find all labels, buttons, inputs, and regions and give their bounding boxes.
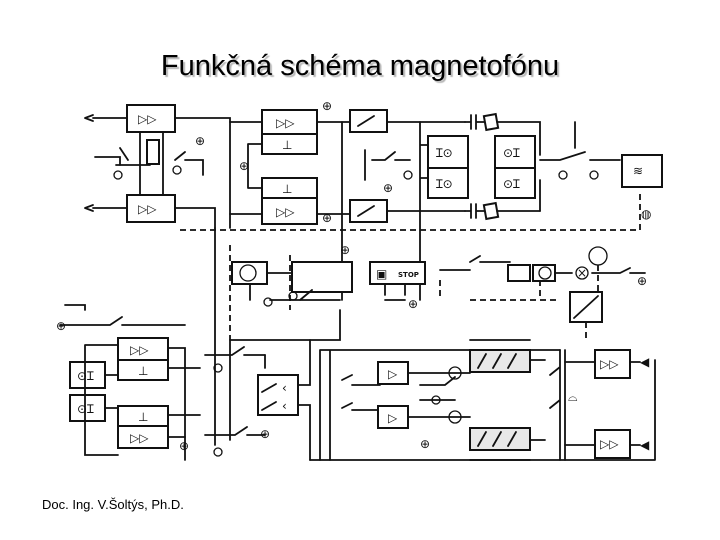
equalizer-bottom (469, 427, 531, 451)
svg-text:⊕: ⊕ (383, 181, 393, 195)
record-amplifier-bottom: ⊥ ▷▷ (261, 177, 318, 225)
svg-text:⊕: ⊕ (408, 297, 418, 311)
svg-text:⊥: ⊥ (282, 182, 292, 196)
input-amplifier-top: ▷▷ (126, 104, 176, 133)
svg-text:⊙Ɪ: ⊙Ɪ (503, 146, 520, 160)
svg-text:⊕: ⊕ (56, 319, 66, 333)
svg-text:▷: ▷ (388, 411, 398, 425)
record-head-top: Ɪ⊙ (427, 135, 469, 169)
svg-text:⊕: ⊕ (637, 274, 647, 288)
svg-text:▷▷: ▷▷ (130, 343, 149, 357)
svg-text:⊕: ⊕ (239, 159, 249, 173)
svg-text:⊕: ⊕ (340, 243, 350, 257)
svg-text:⊥: ⊥ (138, 410, 148, 424)
input-amplifier-bottom: ▷▷ (126, 194, 176, 223)
record-head-bottom: Ɪ⊙ (427, 167, 469, 199)
erase-head-bottom: ⊙Ɪ (69, 394, 106, 422)
svg-text:Ɪ⊙: Ɪ⊙ (436, 146, 453, 160)
speaker-bottom-icon: ◀ (640, 438, 650, 452)
svg-text:⊕: ⊕ (322, 211, 332, 225)
equalizer-top (469, 349, 531, 373)
svg-text:▷▷: ▷▷ (276, 205, 295, 219)
power-amplifier-bottom: ▷▷ (594, 429, 631, 459)
svg-text:‹: ‹ (282, 381, 287, 395)
svg-text:×: × (577, 266, 587, 280)
svg-text:≋: ≋ (633, 164, 643, 178)
svg-text:‹: ‹ (282, 399, 287, 413)
svg-text:⊥: ⊥ (138, 364, 148, 378)
svg-text:⊕: ⊕ (322, 99, 332, 113)
motor-block (231, 261, 268, 285)
playback-head-top: ⊙Ɪ (494, 135, 536, 169)
svg-text:▷▷: ▷▷ (138, 112, 157, 126)
playback-amplifier-bottom: ⊥ ▷▷ (117, 405, 169, 449)
svg-text:▷▷: ▷▷ (130, 431, 149, 445)
svg-text:Ɪ⊙: Ɪ⊙ (436, 177, 453, 191)
author-footer: Doc. Ing. V.Šoltýs, Ph.D. (42, 497, 184, 512)
svg-text:⊕: ⊕ (179, 439, 189, 453)
stop-relay: STOP ▣ (369, 261, 426, 285)
svg-text:⊕: ⊕ (195, 134, 205, 148)
power-amplifier-top: ▷▷ (594, 349, 631, 379)
filter-block: ≋ (621, 154, 663, 188)
svg-text:⊥: ⊥ (282, 138, 292, 152)
svg-text:▷▷: ▷▷ (600, 357, 619, 371)
erase-head-top: ⊙Ɪ (69, 361, 106, 389)
speaker-top-icon: ◀ (640, 355, 650, 369)
svg-text:▷▷: ▷▷ (600, 437, 619, 451)
svg-text:▷▷: ▷▷ (276, 116, 295, 130)
svg-text:⊙Ɪ: ⊙Ɪ (503, 177, 520, 191)
svg-text:▷: ▷ (388, 367, 398, 381)
svg-text:⌓: ⌓ (568, 390, 578, 404)
playback-head-bottom: ⊙Ɪ (494, 167, 536, 199)
svg-text:⊕: ⊕ (420, 437, 430, 451)
playback-amplifier-top: ▷▷ ⊥ (117, 337, 169, 381)
svg-text:⊕: ⊕ (260, 427, 270, 441)
stop-label: STOP (398, 271, 419, 279)
power-converter (569, 291, 603, 323)
svg-text:◍: ◍ (641, 207, 652, 221)
svg-text:▣: ▣ (376, 267, 387, 281)
record-amplifier-top: ▷▷ ⊥ (261, 109, 318, 155)
page-title: Funkčná schéma magnetofónu (160, 50, 560, 82)
svg-text:▷▷: ▷▷ (138, 202, 157, 216)
